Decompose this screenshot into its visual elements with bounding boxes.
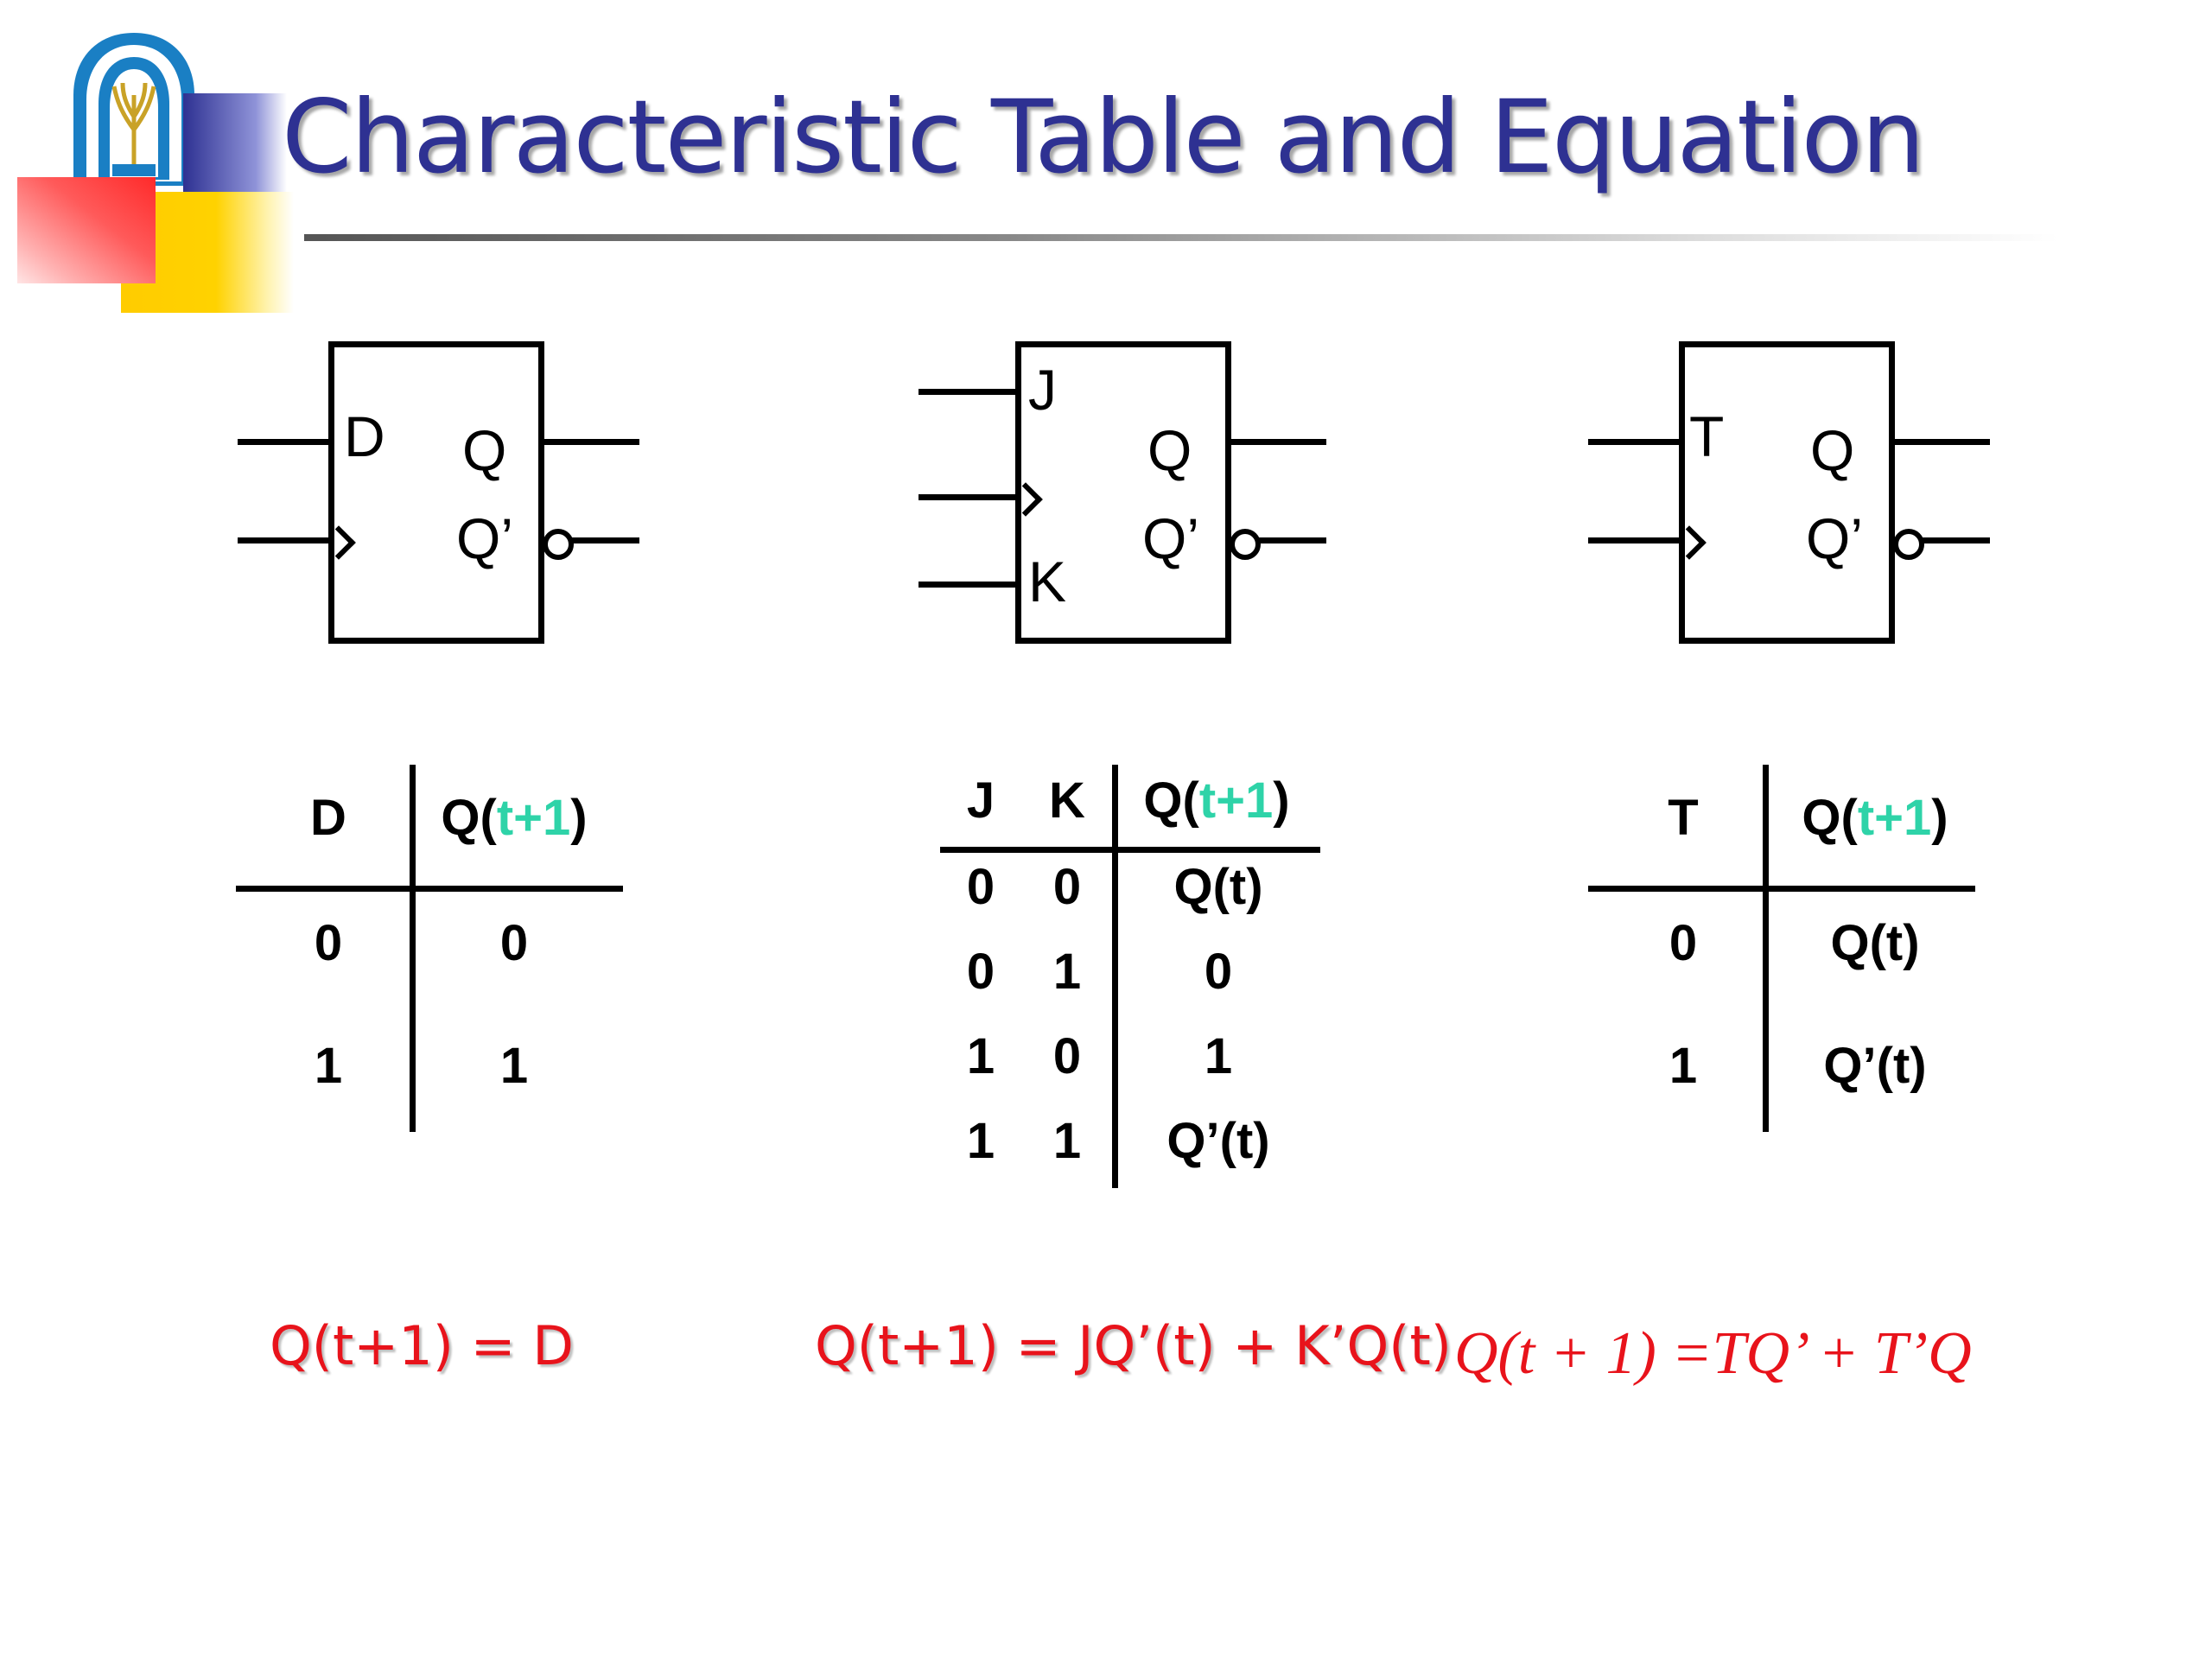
header-close-text: ) <box>1273 772 1290 829</box>
header-q-text: Q( <box>441 790 497 846</box>
header-t1-text: t+1 <box>1198 772 1274 829</box>
jk-q-label: Q <box>1147 418 1192 482</box>
t-table-header-input: T <box>1668 790 1699 846</box>
table-cell: 1 <box>314 1038 343 1094</box>
table-cell: 1 <box>1052 944 1082 1000</box>
d-qbar-output-wire <box>572 537 639 543</box>
d-characteristic-equation: Q(t+1) = D <box>270 1314 574 1377</box>
d-qbar-label: Q’ <box>456 506 513 570</box>
table-cell: 0 <box>1052 859 1082 915</box>
jk-k-label: K <box>1028 550 1067 613</box>
table-cell: 1 <box>1204 1028 1233 1084</box>
table-cell: 1 <box>1669 1038 1698 1094</box>
header-q-text: Q( <box>1143 772 1199 829</box>
d-input-wire <box>238 439 331 445</box>
d-pin-label: D <box>344 404 385 468</box>
t-qbar-label: Q’ <box>1806 506 1863 570</box>
t-table-header-rule <box>1588 886 1975 892</box>
header-t1-text: t+1 <box>496 790 571 846</box>
d-clock-wire <box>238 537 331 543</box>
jk-table-header-rule <box>940 847 1320 853</box>
title-underline <box>304 234 2058 241</box>
d-q-label: Q <box>462 418 507 482</box>
t-clock-wire <box>1588 537 1681 543</box>
jk-clock-wire <box>918 494 1018 500</box>
jk-q-output-wire <box>1230 439 1326 445</box>
t-characteristic-equation: Q(t + 1) =TQ’ + T’Q <box>1454 1320 1972 1387</box>
table-cell: 0 <box>1669 915 1698 971</box>
jk-qbar-output-wire <box>1259 537 1326 543</box>
table-cell: Q’(t) <box>1823 1038 1927 1094</box>
t-input-wire <box>1588 439 1681 445</box>
jk-table-header-output: Q(t+1) <box>1130 776 1303 826</box>
table-cell: 1 <box>966 1028 995 1084</box>
jk-k-wire <box>918 582 1018 588</box>
table-cell: Q(t) <box>1173 859 1263 915</box>
d-table-column-rule <box>410 765 416 1132</box>
t-qbar-output-wire <box>1923 537 1990 543</box>
d-qbar-bubble-icon <box>543 529 574 560</box>
jk-characteristic-equation: Q(t+1) = JQ’(t) + K’Q(t) <box>815 1314 1452 1377</box>
t-q-output-wire <box>1893 439 1990 445</box>
table-cell: 0 <box>314 915 343 971</box>
jk-table-column-rule <box>1112 765 1118 1188</box>
table-cell: 0 <box>966 944 995 1000</box>
jk-table-header-j: J <box>966 772 995 829</box>
jk-table-header-k: K <box>1049 772 1085 829</box>
jk-j-label: J <box>1028 358 1057 422</box>
jk-j-wire <box>918 389 1018 395</box>
table-cell: 0 <box>966 859 995 915</box>
d-table-header-rule <box>236 886 623 892</box>
header-q-text: Q( <box>1802 790 1858 846</box>
table-cell: 1 <box>966 1113 995 1169</box>
table-cell: 0 <box>1052 1028 1082 1084</box>
header-close-text: ) <box>1931 790 1948 846</box>
t-flipflop-box <box>1679 341 1895 644</box>
table-cell: 1 <box>499 1038 529 1094</box>
table-cell: 1 <box>1052 1113 1082 1169</box>
d-table-header-output: Q(t+1) <box>428 793 601 843</box>
jk-qbar-label: Q’ <box>1142 506 1199 570</box>
jk-qbar-bubble-icon <box>1230 529 1261 560</box>
header-close-text: ) <box>570 790 588 846</box>
t-table-header-output: Q(t+1) <box>1789 793 1961 843</box>
table-cell: 0 <box>1204 944 1233 1000</box>
header-t1-text: t+1 <box>1857 790 1932 846</box>
table-cell: Q(t) <box>1830 915 1920 971</box>
d-table-header-input: D <box>310 790 346 846</box>
t-table-column-rule <box>1763 765 1769 1132</box>
t-pin-label: T <box>1689 404 1725 468</box>
jk-flipflop-box <box>1015 341 1231 644</box>
decor-red-square <box>17 177 156 283</box>
decor-blue-square <box>183 93 287 195</box>
d-flipflop-box <box>328 341 544 644</box>
t-qbar-bubble-icon <box>1893 529 1924 560</box>
slide-title: Characteristic Table and Equation <box>282 78 1925 196</box>
university-logo-icon <box>60 26 207 190</box>
t-q-label: Q <box>1810 418 1855 482</box>
d-q-output-wire <box>543 439 639 445</box>
table-cell: 0 <box>499 915 529 971</box>
table-cell: Q’(t) <box>1166 1113 1270 1169</box>
